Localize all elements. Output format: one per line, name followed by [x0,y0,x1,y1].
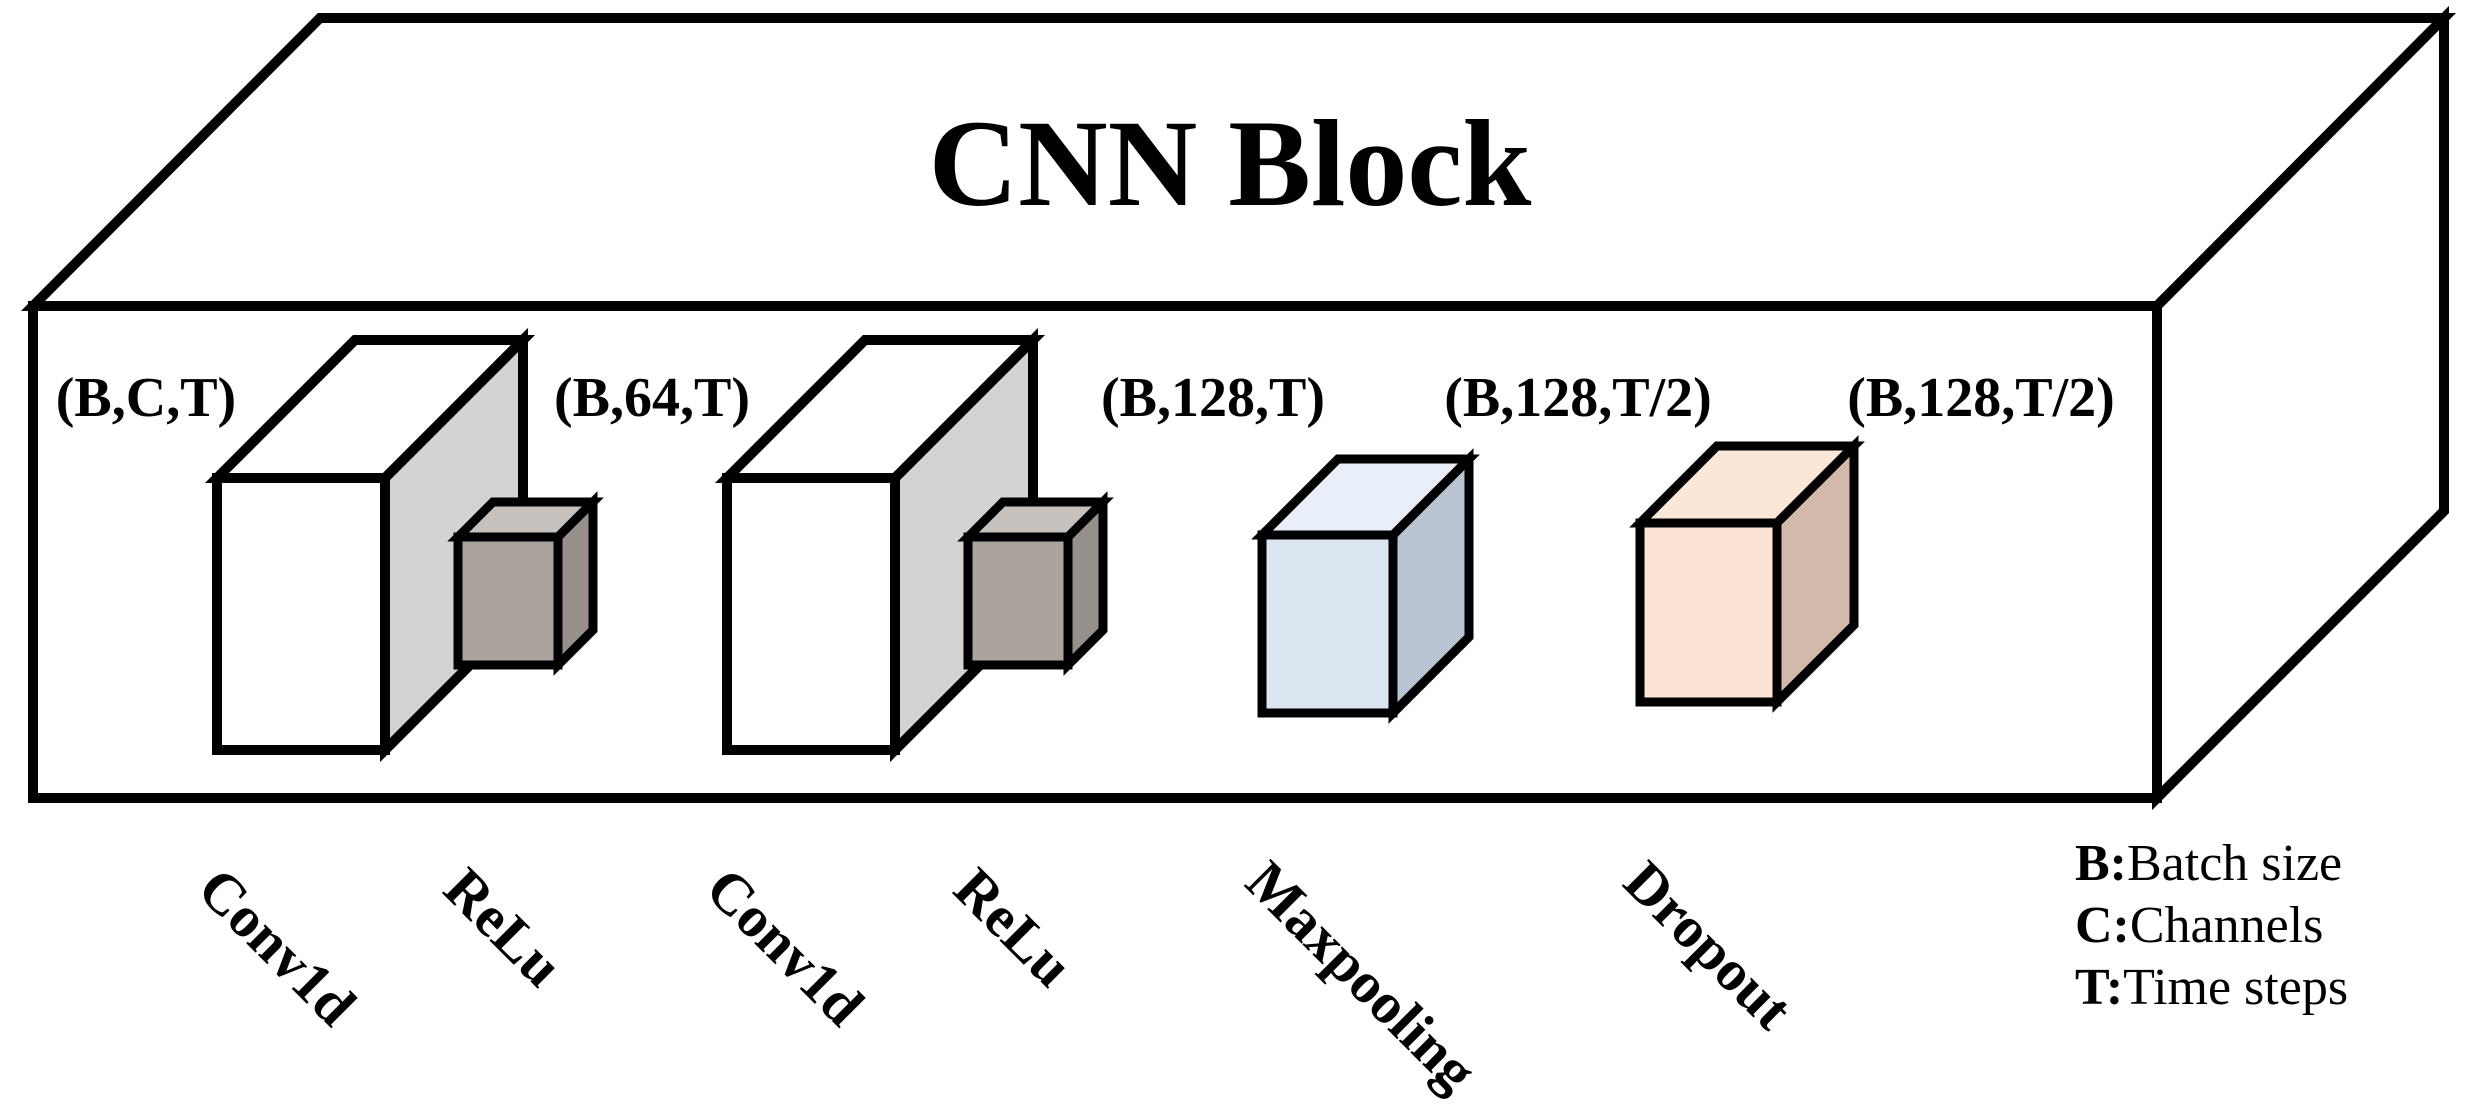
legend-value-time-steps: Time steps [2123,959,2348,1016]
legend-key-t: T: [2075,959,2123,1016]
conv1d-2-box [714,327,1046,763]
tensor-shape-label-after-dropout: (B,128,T/2) [1847,367,2115,429]
legend-item-batch-size: B:Batch size [2075,835,2342,892]
layer-label-relu-2: ReLu [942,855,1086,999]
dropout-box [1629,435,1865,713]
dropout-box-front [1635,518,1782,707]
relu-1-box-front [453,532,563,670]
tensor-shape-label-after-conv2: (B,128,T) [1101,367,1325,429]
legend-key-c: C: [2075,897,2130,954]
tensor-shape-label-after-conv1: (B,64,T) [554,367,750,429]
legend-item-channels: C:Channels [2075,897,2323,954]
maxpooling-box-front [1257,530,1398,718]
block-title: CNN Block [929,95,1532,232]
relu-2-box [957,491,1114,676]
layer-label-dropout: Dropout [1612,848,1806,1042]
legend-item-time-steps: T:Time steps [2075,959,2348,1016]
layer-label-relu-1: ReLu [432,855,576,999]
legend: B:Batch size C:Channels T:Time steps [2075,835,2348,1016]
conv1d-1-box-front [212,473,390,755]
relu-2-box-side [1063,491,1108,676]
conv1d-2-box-front [722,473,900,755]
layer-label-conv1d-2: Conv1d [694,855,877,1038]
tensor-shape-label-input: (B,C,T) [56,367,236,429]
legend-value-channels: Channels [2130,897,2324,954]
maxpooling-box [1251,448,1480,724]
relu-1-box [447,491,604,676]
relu-1-box-side [553,491,598,676]
layer-label-conv1d-1: Conv1d [186,855,369,1038]
tensor-shape-label-after-maxpool: (B,128,T/2) [1444,367,1712,429]
legend-key-b: B: [2075,835,2127,892]
layer-label-maxpooling: Maxpooling [1234,848,1490,1104]
relu-2-box-front [963,532,1073,670]
legend-value-batch-size: Batch size [2127,835,2342,892]
